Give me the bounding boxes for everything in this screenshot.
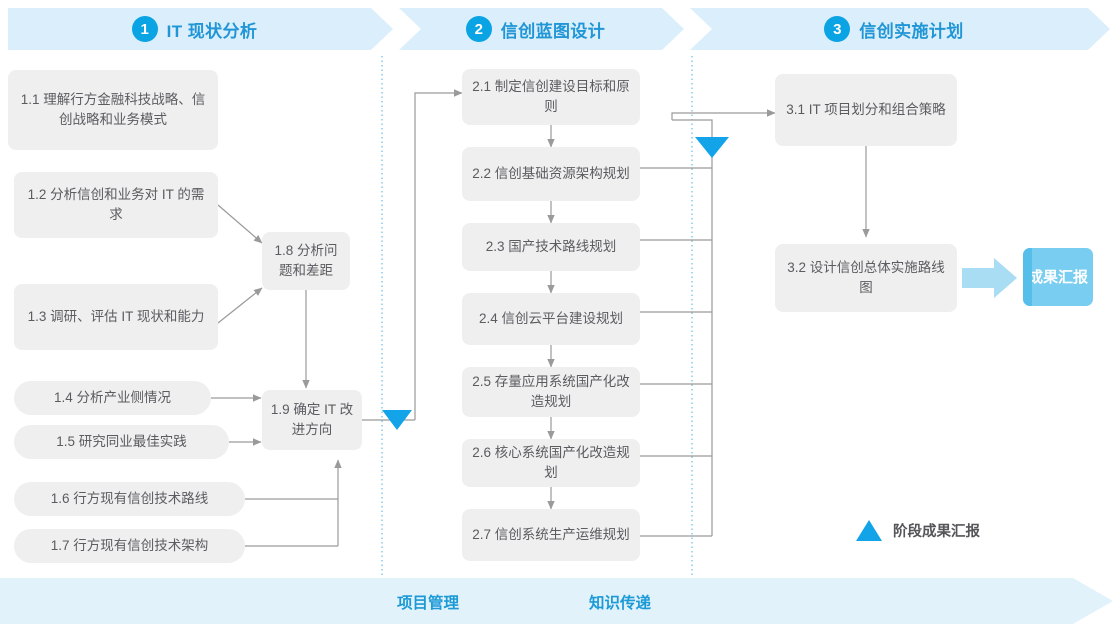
bottom-label-knowledge-transfer: 知识传递 [589,595,652,612]
task-box-1-3[interactable]: 1.3 调研、评估 IT 现状和能力 [14,284,218,350]
phase-label-2: 信创蓝图设计 [500,21,606,41]
task-box-1-8[interactable]: 1.8 分析问题和差距 [262,232,350,290]
task-box-2-4[interactable]: 2.4 信创云平台建设规划 [462,293,640,345]
task-box-1-4[interactable]: 1.4 分析产业侧情况 [14,381,211,415]
phase-band-3: 3 信创实施计划 [690,8,1110,50]
bottom-band [0,578,1113,624]
legend-milestone: 阶段成果汇报 [855,518,980,542]
milestone-triangle-phase1 [382,410,412,430]
task-box-1-7[interactable]: 1.7 行方现有信创技术架构 [14,529,245,563]
task-box-1-5[interactable]: 1.5 研究同业最佳实践 [14,425,229,459]
phase-number-3: 3 [824,16,851,42]
task-box-1-9[interactable]: 1.9 确定 IT 改进方向 [262,390,362,450]
bottom-label-project-management: 项目管理 [397,595,460,612]
phase-number-2: 2 [465,16,492,42]
phase-band-1: 1 IT 现状分析 [8,8,393,50]
phase-band-2: 2 信创蓝图设计 [399,8,684,50]
task-box-1-1[interactable]: 1.1 理解行方金融科技战略、信创战略和业务模式 [8,70,218,150]
legend-label: 阶段成果汇报 [893,523,980,540]
task-box-3-1[interactable]: 3.1 IT 项目划分和组合策略 [775,74,957,146]
task-box-1-2[interactable]: 1.2 分析信创和业务对 IT 的需求 [14,172,218,238]
result-badge[interactable]: 成果汇报 [1023,248,1093,306]
task-box-2-3[interactable]: 2.3 国产技术路线规划 [462,223,640,271]
phase-label-3: 信创实施计划 [859,21,964,41]
task-box-2-1[interactable]: 2.1 制定信创建设目标和原则 [462,69,640,125]
task-box-2-6[interactable]: 2.6 核心系统国产化改造规划 [462,439,640,487]
task-box-2-7[interactable]: 2.7 信创系统生产运维规划 [462,509,640,561]
milestone-triangle-phase2 [695,137,729,158]
task-box-1-6[interactable]: 1.6 行方现有信创技术路线 [14,482,245,516]
phase-label-1: IT 现状分析 [166,21,258,41]
phase-number-1: 1 [131,16,158,42]
task-box-2-2[interactable]: 2.2 信创基础资源架构规划 [462,147,640,201]
thick-arrow-icon [962,258,1017,298]
task-box-3-2[interactable]: 3.2 设计信创总体实施路线图 [775,244,957,312]
task-box-2-5[interactable]: 2.5 存量应用系统国产化改造规划 [462,367,640,417]
triangle-icon [856,520,882,541]
